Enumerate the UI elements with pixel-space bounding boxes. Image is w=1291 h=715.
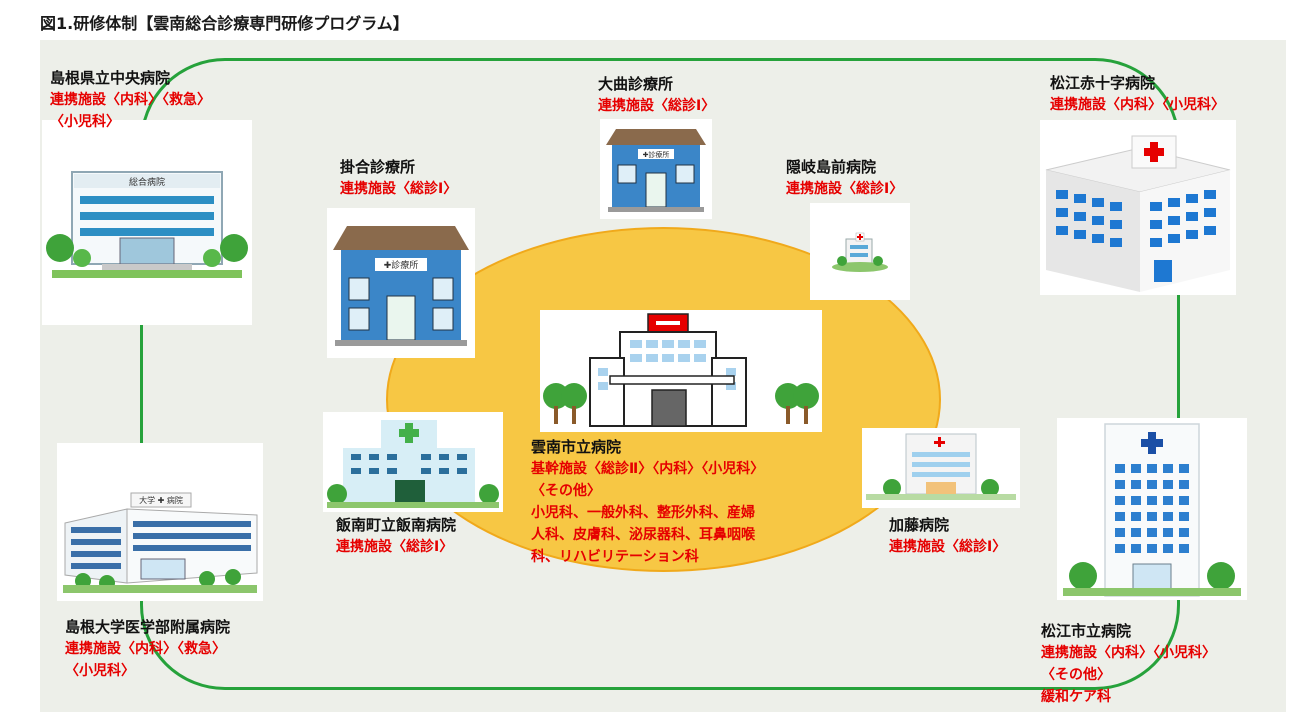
hospital-name: 飯南町立飯南病院 (336, 516, 457, 534)
omagari-sign-text: ✚診療所 (643, 150, 670, 159)
kato-hospital-illustration (862, 428, 1020, 508)
hospital-name: 大曲診療所 (598, 75, 674, 93)
hospital-name: 島根大学医学部附属病院 (65, 618, 231, 636)
hospital-role: 連携施設〈内科〉〈小児科〉 (1050, 97, 1225, 113)
hospital-role: 連携施設〈総診Ⅰ〉 (786, 181, 904, 197)
hospital-role: 〈小児科〉 (50, 114, 120, 130)
unnan-city-hospital-illustration (540, 310, 822, 432)
hospital-name: 掛合診療所 (340, 158, 416, 176)
hospital-name: 加藤病院 (889, 516, 950, 534)
hospital-role: 小児科、一般外科、整形外科、産婦 (531, 505, 755, 521)
shimane-univ-hospital-label: 島根大学医学部附属病院 連携施設〈内科〉〈救急〉 〈小児科〉 (65, 616, 230, 682)
oki-hospital-illustration (810, 203, 910, 300)
central-sign-text: 総合病院 (129, 176, 165, 188)
kakeai-clinic-illustration: ✚診療所 (327, 208, 475, 358)
hospital-name: 松江市立病院 (1041, 622, 1132, 640)
hospital-role: 〈小児科〉 (65, 663, 135, 679)
hospital-name: 島根県立中央病院 (50, 69, 171, 87)
hospital-role: 〈その他〉 (531, 483, 601, 499)
shimane-central-hospital-illustration: 総合病院 (42, 120, 252, 325)
network-ring (140, 58, 1180, 690)
iinan-hospital-illustration (323, 412, 503, 512)
matsue-redcross-label: 松江赤十字病院 連携施設〈内科〉〈小児科〉 (1050, 72, 1225, 116)
hospital-name: 隠岐島前病院 (786, 158, 877, 176)
hospital-name: 雲南市立病院 (531, 438, 622, 456)
hospital-role: 人科、皮膚科、泌尿器科、耳鼻咽喉 (531, 527, 755, 543)
matsue-redcross-illustration (1040, 120, 1236, 295)
hospital-role: 科、リハビリテーション科 (531, 549, 699, 565)
kakeai-sign-text: ✚診療所 (384, 259, 419, 271)
univ-sign-text: 大学 ✚ 病院 (139, 495, 183, 505)
iinan-hospital-label: 飯南町立飯南病院 連携施設〈総診Ⅰ〉 (336, 514, 456, 558)
oki-hospital-label: 隠岐島前病院 連携施設〈総診Ⅰ〉 (786, 156, 903, 200)
omagari-clinic-illustration: ✚診療所 (600, 119, 712, 219)
matsue-city-hospital-label: 松江市立病院 連携施設〈内科〉〈小児科〉 〈その他〉 緩和ケア科 (1041, 620, 1216, 708)
hospital-role: 基幹施設〈総診Ⅱ〉〈内科〉〈小児科〉 (531, 461, 765, 477)
hospital-role: 連携施設〈総診Ⅰ〉 (598, 98, 716, 114)
unnan-city-hospital-label: 雲南市立病院 基幹施設〈総診Ⅱ〉〈内科〉〈小児科〉 〈その他〉 小児科、一般外科… (531, 436, 764, 568)
hospital-role: 連携施設〈内科〉〈小児科〉 (1041, 645, 1216, 661)
figure-title: 図1.研修体制【雲南総合診療専門研修プログラム】 (40, 14, 409, 33)
hospital-role: 〈その他〉 (1041, 667, 1111, 683)
hospital-role: 連携施設〈内科〉〈救急〉 (50, 92, 211, 108)
hospital-role: 連携施設〈総診Ⅰ〉 (336, 539, 454, 555)
hospital-role: 連携施設〈内科〉〈救急〉 (65, 641, 226, 657)
shimane-central-hospital-label: 島根県立中央病院 連携施設〈内科〉〈救急〉 〈小児科〉 (50, 67, 211, 133)
matsue-city-hospital-illustration (1057, 418, 1247, 600)
kakeai-clinic-label: 掛合診療所 連携施設〈総診Ⅰ〉 (340, 156, 457, 200)
omagari-clinic-label: 大曲診療所 連携施設〈総診Ⅰ〉 (598, 73, 715, 117)
shimane-univ-hospital-illustration: 大学 ✚ 病院 (57, 443, 263, 601)
hospital-role: 緩和ケア科 (1041, 689, 1111, 705)
hospital-name: 松江赤十字病院 (1050, 74, 1156, 92)
hospital-role: 連携施設〈総診Ⅰ〉 (889, 539, 1007, 555)
hospital-role: 連携施設〈総診Ⅰ〉 (340, 181, 458, 197)
kato-hospital-label: 加藤病院 連携施設〈総診Ⅰ〉 (889, 514, 1006, 558)
